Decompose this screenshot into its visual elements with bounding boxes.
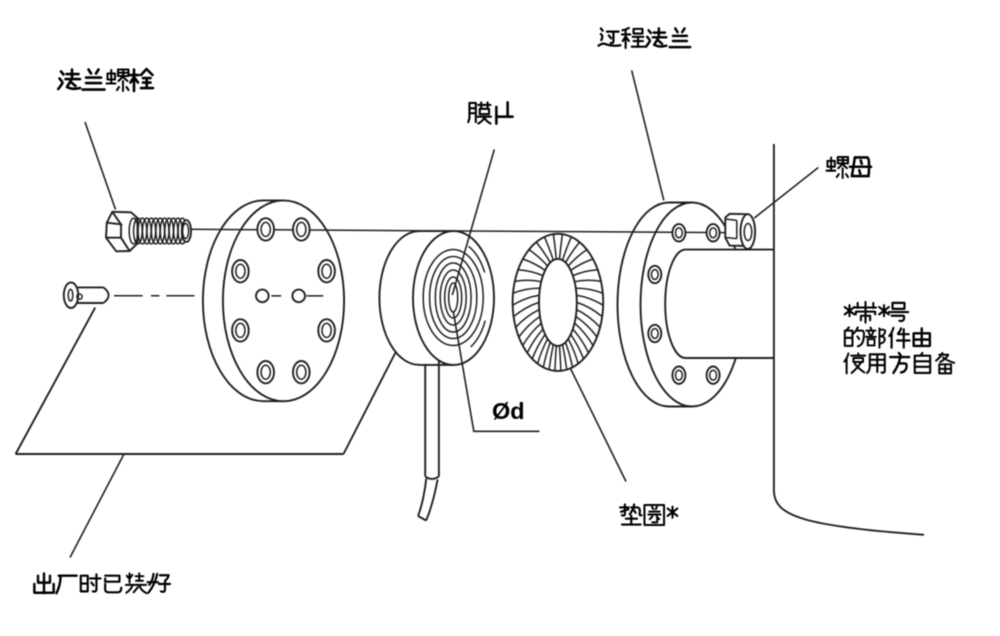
svg-text:Ød: Ød (492, 398, 525, 424)
